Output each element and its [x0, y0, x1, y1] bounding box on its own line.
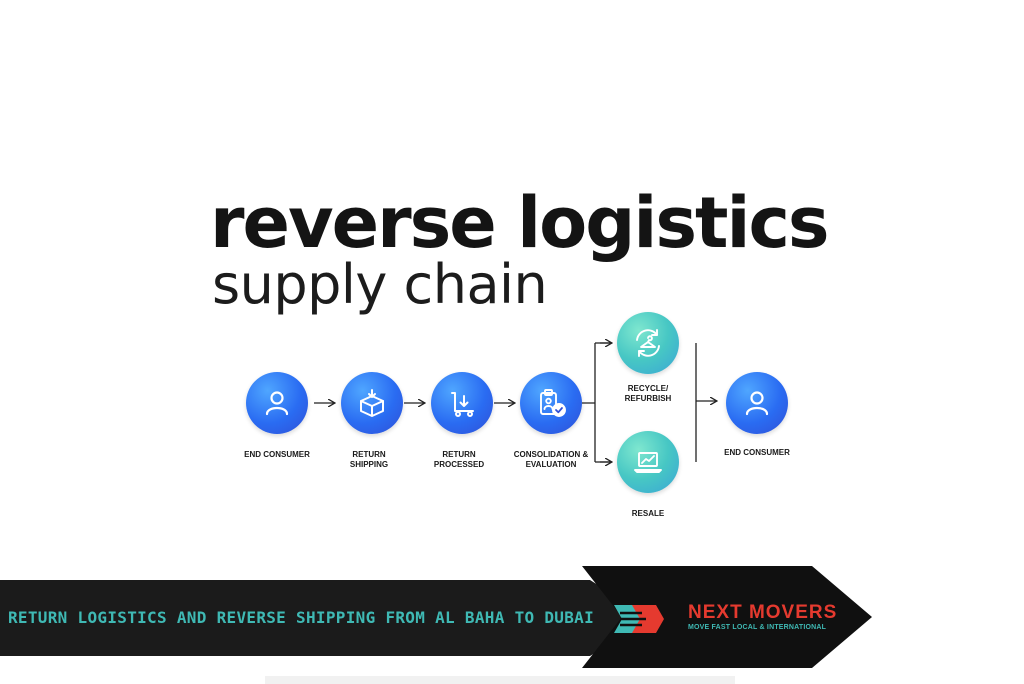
banner-bar [0, 580, 650, 656]
node-return-shipping [341, 372, 403, 434]
recycle-hanger-icon [636, 329, 660, 357]
label-end-consumer-start: End Consumer [244, 450, 310, 459]
laptop-chart-icon [634, 452, 662, 473]
node-recycle-refurbish [617, 312, 679, 374]
node-return-processed [431, 372, 493, 434]
brand-name: NEXT MOVERS [688, 602, 838, 623]
label-return-processed: Return Processed [433, 450, 485, 469]
user-icon [745, 391, 769, 416]
bottom-edge-strip [265, 676, 735, 684]
edge-consolidation-to-branches [582, 342, 611, 463]
label-consolidation-evaluation: Consolidation & Evaluation [513, 450, 589, 469]
diagram-subtitle: supply chain [212, 253, 548, 316]
node-end-consumer-start [246, 372, 308, 434]
box-icon [360, 389, 384, 417]
node-consolidation-evaluation [520, 372, 582, 434]
label-return-shipping: Return Shipping [349, 450, 389, 469]
brand-tagline: MOVE FAST LOCAL & INTERNATIONAL [688, 624, 827, 631]
next-movers-logo-icon [614, 605, 664, 633]
banner-headline: Return Logistics and Reverse Shipping fr… [8, 608, 595, 627]
label-end-consumer-end: End Consumer [724, 448, 790, 457]
node-end-consumer-end [726, 372, 788, 434]
user-icon [265, 391, 289, 416]
clipboard-check-icon [540, 389, 566, 417]
label-resale: Resale [631, 509, 665, 518]
diagram-title: reverse logistics [210, 182, 830, 264]
dolly-icon [451, 392, 474, 417]
label-recycle-refurbish: Recycle/ Refurbish [624, 384, 672, 403]
node-resale [617, 431, 679, 493]
